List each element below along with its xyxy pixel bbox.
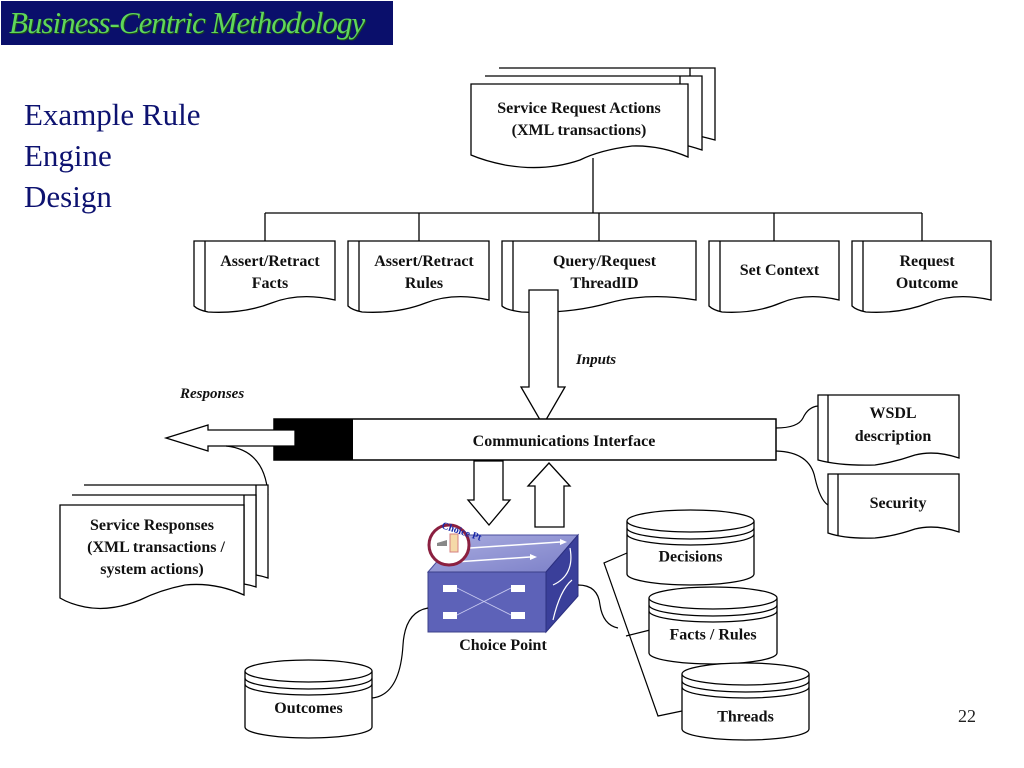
datastores-connector xyxy=(577,584,619,629)
choice-point-label: Choice Point xyxy=(459,637,547,654)
down-arrow-to-choice-point xyxy=(466,460,512,527)
up-arrow-to-interface xyxy=(526,462,572,528)
request-doc-label-3-line2: ThreadID xyxy=(570,275,638,292)
service-request-label-2: (XML transactions) xyxy=(512,122,647,139)
wsdl-connector xyxy=(775,405,819,429)
request-doc-label-5-line2: Outcome xyxy=(896,275,958,292)
title-line-2: Engine xyxy=(24,138,112,173)
datastore-threads: Threads xyxy=(681,662,810,741)
inputs-label: Inputs xyxy=(575,352,616,368)
wsdl-label-2: description xyxy=(855,428,932,445)
header-banner: Business-Centric Methodology xyxy=(1,1,393,45)
datastore-bracket xyxy=(603,552,683,717)
security-connector xyxy=(775,450,829,506)
request-doc-label-2-line2: Rules xyxy=(405,275,443,292)
datastore-facts-rules: Facts / Rules xyxy=(648,586,778,665)
request-connector-tree xyxy=(264,158,923,241)
datastore-decisions: Decisions xyxy=(626,509,755,586)
request-doc-label-1-line2: Facts xyxy=(252,275,288,292)
security-label: Security xyxy=(870,495,927,512)
inputs-arrow xyxy=(519,289,567,427)
request-doc-label-2-line1: Assert/Retract xyxy=(374,253,474,270)
request-doc-label-1-line1: Assert/Retract xyxy=(220,253,320,270)
service-responses-label-1: Service Responses xyxy=(90,517,214,534)
communications-interface-label: Communications Interface xyxy=(473,433,656,450)
banner-text: Business-Centric Methodology xyxy=(9,5,365,40)
request-doc-label-3-line1: Query/Request xyxy=(553,253,657,270)
wsdl-label-1: WSDL xyxy=(869,405,916,422)
datastore-label: Decisions xyxy=(659,549,723,566)
responses-arrow xyxy=(163,424,296,452)
service-responses-label-2: (XML transactions / xyxy=(87,539,225,556)
title-line-3: Design xyxy=(24,179,112,214)
datastore-label: Outcomes xyxy=(274,700,342,717)
request-doc-label-5-line1: Request xyxy=(899,253,955,270)
slide-title: Example Rule Engine Design xyxy=(24,94,200,217)
datastore-label: Threads xyxy=(717,709,774,726)
security-doc xyxy=(827,473,960,539)
request-type-docs: Assert/RetractFactsAssert/RetractRulesQu… xyxy=(193,240,992,313)
datastore-outcomes: Outcomes xyxy=(244,659,373,739)
outcomes-connector xyxy=(371,607,429,699)
responses-label: Responses xyxy=(179,386,244,402)
service-responses-label-3: system actions) xyxy=(100,561,204,578)
wsdl-doc xyxy=(817,394,960,466)
page-number: 22 xyxy=(958,706,976,726)
datastore-label: Facts / Rules xyxy=(669,627,756,644)
request-doc-4: Set Context xyxy=(708,240,840,313)
title-line-1: Example Rule xyxy=(24,97,201,132)
service-request-label-1: Service Request Actions xyxy=(497,100,661,117)
service-request-actions-doc xyxy=(470,67,716,169)
request-doc-label-4-line1: Set Context xyxy=(740,262,820,279)
service-responses-doc xyxy=(59,484,269,610)
